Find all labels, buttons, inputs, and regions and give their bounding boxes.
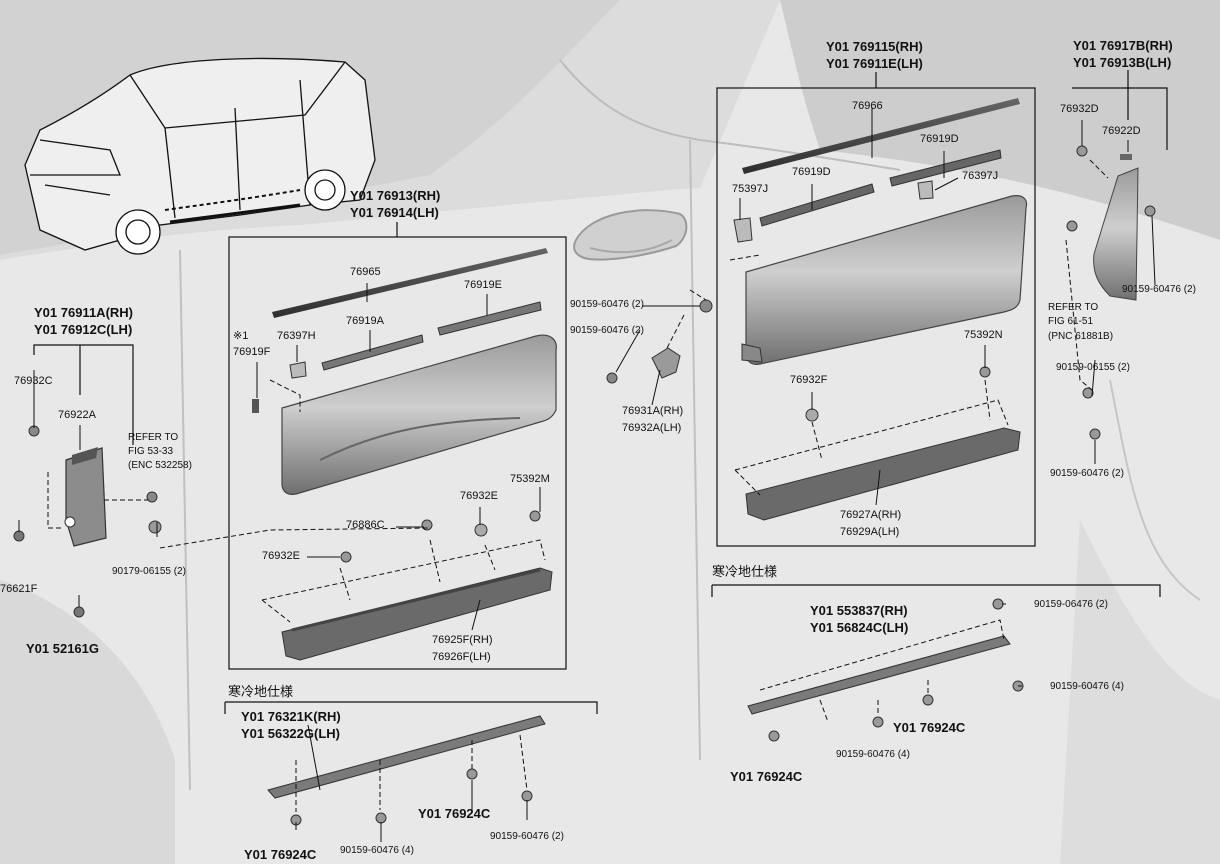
label-note-1: ※1	[233, 330, 249, 342]
label-mid-lh: Y01 76914(LH)	[350, 205, 439, 220]
label-low2-lh: Y01 56824C(LH)	[810, 620, 909, 635]
label-90159-60476-4a: 90159-60476 (4)	[340, 845, 414, 856]
label-90159-60476-2b: 90159-60476 (2)	[570, 299, 644, 310]
label-90159-60476-2c: 90159-60476 (2)	[570, 325, 644, 336]
label-76929a-lh: 76929A(LH)	[840, 526, 900, 538]
leader-lines	[18, 108, 1156, 842]
label-76397j: 76397J	[962, 170, 999, 182]
label-75392m: 75392M	[510, 473, 550, 485]
label-76919d-a: 76919D	[920, 133, 959, 145]
door-handle-shape	[573, 209, 688, 261]
label-90159-60476-2d: 90159-60476 (2)	[1122, 284, 1196, 295]
label-90159-60476-2e: 90159-60476 (2)	[1050, 468, 1124, 479]
label-76397h: 76397H	[277, 330, 316, 342]
label-90159-60476-2a: 90159-60476 (2)	[490, 831, 564, 842]
label-refer1-b: FIG 53-33	[128, 446, 174, 457]
label-76924c-b: Y01 76924C	[244, 847, 317, 862]
label-76924c-c: Y01 76924C	[893, 720, 966, 735]
part-drawings	[13, 98, 1156, 826]
label-mid-rh: Y01 76913(RH)	[350, 188, 441, 203]
label-76932d: 76932D	[1060, 103, 1099, 115]
label-76919a: 76919A	[346, 315, 384, 327]
label-low1-lh: Y01 56322G(LH)	[241, 726, 340, 741]
label-refer2-c: (PNC 61881B)	[1048, 331, 1114, 342]
label-76927a-rh: 76927A(RH)	[840, 509, 902, 521]
label-76932e-b: 76932E	[262, 550, 300, 562]
label-76932a: 76932A(LH)	[622, 422, 682, 434]
label-refer1-a: REFER TO	[128, 432, 179, 443]
label-far-lh: Y01 76913B(LH)	[1073, 55, 1172, 70]
label-76919e: 76919E	[464, 279, 502, 291]
label-76925f-rh: 76925F(RH)	[432, 634, 493, 646]
label-far-rh: Y01 76917B(RH)	[1073, 38, 1173, 53]
label-76926f-lh: 76926F(LH)	[432, 651, 491, 663]
label-76886c: 76886C	[346, 519, 385, 531]
label-76924c-d: Y01 76924C	[730, 769, 803, 784]
label-90159-06155-2: 90159-06155 (2)	[1056, 362, 1130, 373]
label-cold-spec-1: 寒冷地仕様	[228, 684, 294, 699]
label-76966: 76966	[852, 100, 883, 112]
label-76919f: 76919F	[233, 346, 271, 358]
label-76932e-a: 76932E	[460, 490, 498, 502]
label-refer2-a: REFER TO	[1048, 302, 1099, 313]
label-76919d-b: 76919D	[792, 166, 831, 178]
group-boxes	[33, 70, 1168, 714]
label-76965: 76965	[350, 266, 381, 278]
label-90179-06155: 90179-06155 (2)	[112, 566, 186, 577]
label-76931a: 76931A(RH)	[622, 405, 684, 417]
label-76922a: 76922A	[58, 409, 96, 421]
label-52161g: Y01 52161G	[26, 641, 100, 656]
label-90159-60476-4c: 90159-60476 (4)	[836, 749, 910, 760]
label-90159-60476-4b: 90159-60476 (4)	[1050, 681, 1124, 692]
label-76932c-left: 76932C	[14, 375, 53, 387]
label-90159-06476-2: 90159-06476 (2)	[1034, 599, 1108, 610]
vehicle-icon	[24, 57, 376, 255]
label-front-rh: Y01 76911A(RH)	[34, 305, 133, 320]
label-76924c-a: Y01 76924C	[418, 806, 491, 821]
label-front-lh: Y01 76912C(LH)	[34, 322, 133, 337]
label-76621f: 76621F	[0, 583, 38, 595]
label-75397j: 75397J	[732, 183, 769, 195]
dashed-leader-lines	[47, 159, 1109, 812]
label-rear-lh: Y01 76911E(LH)	[826, 56, 923, 71]
label-low2-rh: Y01 553837(RH)	[810, 603, 908, 618]
label-76932f: 76932F	[790, 374, 828, 386]
label-refer1-c: (ENC 532258)	[128, 460, 192, 471]
label-75392n: 75392N	[964, 329, 1003, 341]
label-rear-rh: Y01 769115(RH)	[826, 39, 923, 54]
label-low1-rh: Y01 76321K(RH)	[241, 709, 341, 724]
label-76922d: 76922D	[1102, 125, 1141, 137]
label-cold-spec-2: 寒冷地仕様	[712, 564, 778, 579]
label-refer2-b: FIG 61-51	[1048, 316, 1094, 327]
